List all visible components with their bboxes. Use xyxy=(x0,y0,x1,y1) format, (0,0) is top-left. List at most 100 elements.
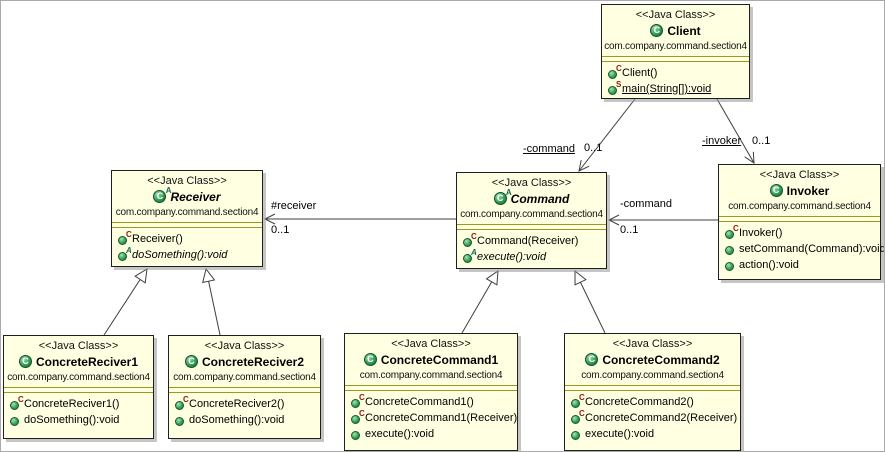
class-icon: C xyxy=(184,355,199,369)
method-row: doSomething():void xyxy=(174,412,320,428)
class-name: ConcreteCommand2 xyxy=(602,353,720,367)
attributes-compartment xyxy=(169,387,320,393)
methods-compartment: C Client() S main(String[]):void xyxy=(602,62,749,97)
methods-compartment: C ConcreteReciver2() doSomething():void xyxy=(169,393,320,428)
package-name: com.company.command.section4 xyxy=(460,209,603,220)
method-label: ConcreteCommand1() xyxy=(365,396,474,408)
method-row: C ConcreteReciver2() xyxy=(174,396,320,412)
class-client[interactable]: <<Java Class>> C Client com.company.comm… xyxy=(601,4,750,99)
method-row: execute():void xyxy=(570,426,740,442)
stereotype-label: <<Java Class>> xyxy=(491,177,572,189)
abstract-marker: A xyxy=(471,248,477,257)
class-name: Receiver xyxy=(170,190,221,204)
method-label: ConcreteCommand1(Receiver) xyxy=(365,412,518,424)
class-concretereciver2[interactable]: <<Java Class>> C ConcreteReciver2 com.co… xyxy=(168,335,321,439)
constructor-marker: C xyxy=(18,395,24,404)
constructor-marker: C xyxy=(733,224,739,233)
stereotype-label: <<Java Class>> xyxy=(38,340,119,352)
package-name: com.company.command.section4 xyxy=(581,370,724,381)
generalization-concretereciver2-receiver[interactable] xyxy=(202,267,221,336)
method-row: C ConcreteReciver1() xyxy=(9,396,153,412)
association-client-invoker[interactable] xyxy=(716,98,755,164)
public-method-icon xyxy=(350,428,365,440)
constructor-marker: C xyxy=(579,409,585,418)
constructor-marker: C xyxy=(579,393,585,402)
class-name: Command xyxy=(510,192,570,206)
abstract-marker: A xyxy=(165,186,172,195)
constructor-method-icon: C xyxy=(570,409,585,424)
generalization-concretecommand1-command[interactable] xyxy=(461,270,499,334)
class-name: Invoker xyxy=(786,184,830,198)
method-row: setCommand(Command):void xyxy=(724,241,884,257)
constructor-marker: C xyxy=(126,230,132,239)
class-invoker[interactable]: <<Java Class>> C Invoker com.company.com… xyxy=(718,164,884,280)
package-name: com.company.command.section4 xyxy=(604,41,747,52)
edge-label-invoker: -invoker xyxy=(702,135,742,147)
methods-compartment: C Command(Receiver) A execute():void xyxy=(457,230,606,265)
method-row: S main(String[]):void xyxy=(607,81,749,97)
constructor-method-icon: C xyxy=(462,232,477,247)
method-label: doSomething():void xyxy=(132,249,228,261)
constructor-method-icon: C xyxy=(570,393,585,408)
stereotype-label: <<Java Class>> xyxy=(204,340,285,352)
generalization-concretereciver1-receiver[interactable] xyxy=(103,268,148,336)
attributes-compartment xyxy=(719,216,880,222)
class-concretecommand1[interactable]: <<Java Class>> C ConcreteCommand1 com.co… xyxy=(344,333,518,451)
package-name: com.company.command.section4 xyxy=(728,201,871,212)
method-label: main(String[]):void xyxy=(622,83,712,95)
stereotype-label: <<Java Class>> xyxy=(759,169,840,181)
edge-label-command: -command xyxy=(620,198,672,210)
title-compartment: <<Java Class>> C ConcreteReciver2 com.co… xyxy=(169,336,320,387)
class-name: ConcreteReciver1 xyxy=(35,355,139,369)
constructor-marker: C xyxy=(471,232,477,241)
constructor-marker: C xyxy=(616,64,622,73)
title-compartment: <<Java Class>> C Client com.company.comm… xyxy=(602,5,749,56)
class-concretecommand2[interactable]: <<Java Class>> C ConcreteCommand2 com.co… xyxy=(564,333,741,451)
class-icon: C xyxy=(650,24,664,38)
constructor-method-icon: C xyxy=(607,64,622,79)
class-icon: C xyxy=(18,355,33,369)
constructor-marker: C xyxy=(359,409,365,418)
constructor-method-icon: C xyxy=(724,224,739,239)
stereotype-label: <<Java Class>> xyxy=(391,338,471,350)
abstract-marker: A xyxy=(126,246,132,255)
generalization-concretecommand2-command[interactable] xyxy=(574,269,606,334)
title-compartment: <<Java Class>> C ConcreteCommand1 com.co… xyxy=(345,334,517,385)
stereotype-label: <<Java Class>> xyxy=(635,9,716,21)
public-method-icon xyxy=(570,428,585,440)
method-label: execute():void xyxy=(365,428,435,440)
class-icon: C xyxy=(363,353,378,367)
method-row: C Command(Receiver) xyxy=(462,233,606,249)
public-method-icon xyxy=(724,243,739,255)
constructor-method-icon: C xyxy=(174,396,189,410)
public-method-icon xyxy=(9,414,24,426)
method-label: ConcreteCommand2() xyxy=(585,396,694,408)
package-name: com.company.command.section4 xyxy=(7,372,150,383)
method-row: C Client() xyxy=(607,65,749,81)
title-compartment: <<Java Class>> C ConcreteCommand2 com.co… xyxy=(565,334,740,385)
association-client-command[interactable] xyxy=(578,98,636,172)
attributes-compartment xyxy=(457,224,606,230)
edge-label-receiver: #receiver xyxy=(271,200,317,212)
method-row: C ConcreteCommand2(Receiver) xyxy=(570,410,740,426)
method-row: C ConcreteCommand2() xyxy=(570,394,740,410)
method-label: Receiver() xyxy=(132,233,183,245)
attributes-compartment xyxy=(565,385,740,391)
method-row: doSomething():void xyxy=(9,412,153,428)
class-concretereciver1[interactable]: <<Java Class>> C ConcreteReciver1 com.co… xyxy=(3,335,154,439)
package-name: com.company.command.section4 xyxy=(173,372,316,383)
edge-multiplicity: 0..1 xyxy=(620,224,639,236)
package-name: com.company.command.section4 xyxy=(359,370,503,381)
methods-compartment: C ConcreteReciver1() doSomething():void xyxy=(4,393,153,428)
method-label: ConcreteCommand2(Receiver) xyxy=(585,412,738,424)
method-label: setCommand(Command):void xyxy=(739,243,885,255)
attributes-compartment xyxy=(112,222,262,228)
